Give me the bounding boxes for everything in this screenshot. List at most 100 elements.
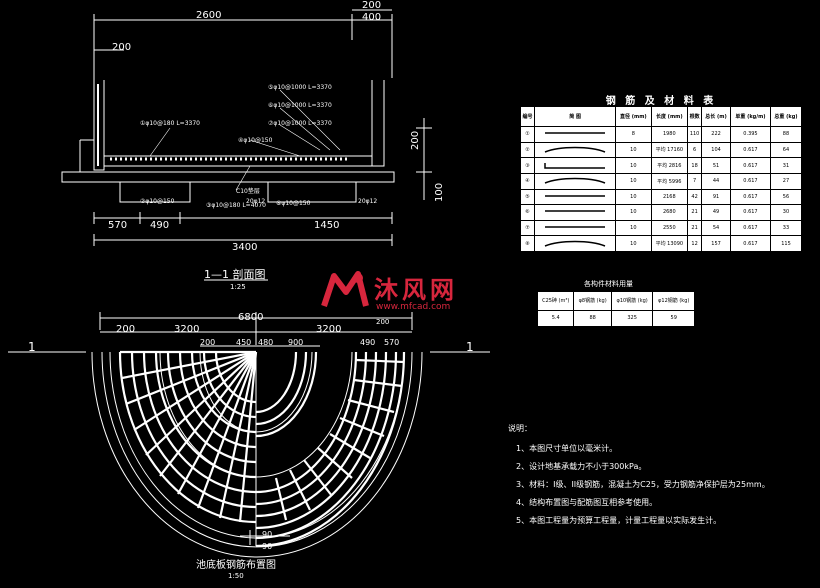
rebar-label-3: ③φ10@180 L=4070 [206, 202, 266, 209]
plan-dim-490: 490 [360, 338, 376, 347]
note-item: 3、材料：I级、II级钢筋，混凝土为C25，受力钢筋净保护层为25mm。 [516, 480, 770, 489]
table-cell: 10 [615, 235, 652, 252]
header-cell: 简 图 [534, 105, 617, 128]
table-cell: 157 [701, 235, 731, 252]
shape-sketch-cell [534, 204, 617, 221]
table-cell: 0.617 [729, 219, 771, 237]
table-cell: 30 [769, 204, 803, 221]
header-cell: φ12钢筋 (kg) [652, 291, 695, 311]
table-cell: 222 [701, 126, 731, 143]
section-dim-490: 490 [150, 220, 170, 231]
table-cell: 平均 2816 [650, 157, 689, 174]
table-cell: 18 [687, 157, 703, 174]
material-table-title: 各构件材料用量 [584, 280, 633, 288]
table-cell: 31 [769, 157, 803, 174]
note-item: 5、本图工程量为预算工程量，计量工程量以实际发生计。 [516, 516, 722, 525]
table-cell: 平均 17160 [650, 141, 689, 159]
table-cell: 0.617 [729, 172, 771, 190]
table-cell: 平均 5996 [650, 172, 689, 190]
table-cell: 10 [615, 172, 652, 190]
table-cell: ③ [519, 157, 536, 174]
header-cell: φ10钢筋 (kg) [610, 291, 654, 311]
shape-sketch-cell [534, 157, 617, 174]
table-cell: 115 [769, 235, 803, 252]
section-scale: 1:25 [230, 283, 246, 291]
table-cell: 2550 [650, 219, 689, 237]
shape-sketch-cell [534, 188, 617, 206]
header-cell: 总重 (kg) [769, 105, 803, 128]
rebar-shape-sketch-icon [545, 132, 606, 135]
table-cell: ⑤ [519, 188, 536, 206]
rebar-label-20-12b: 20φ12 [358, 198, 378, 205]
table-cell: 0.617 [729, 235, 771, 252]
table-cell: 64 [769, 141, 803, 159]
watermark: 沐风网 www.mfcad.com [318, 266, 508, 326]
table-cell: 7 [687, 172, 703, 190]
header-cell: 单重 (kg/m) [729, 105, 771, 128]
note-item: 1、本图尺寸单位以毫米计。 [516, 444, 618, 453]
rebar-label-4: ④φ10@150 [238, 137, 273, 144]
section-dim-200-left: 200 [112, 42, 132, 53]
table-cell: 2168 [650, 188, 689, 206]
header-cell: 直径 (mm) [615, 105, 652, 128]
watermark-cn: 沐风网 [374, 276, 458, 304]
header-cell: 长度 (mm) [650, 105, 689, 128]
plan-title: 池底板钢筋布置图 [196, 560, 276, 571]
rebar-label-8: ⑧φ10@150 [276, 200, 311, 207]
note-item: 4、结构布置图与配筋图互相参考使用。 [516, 498, 658, 507]
rebar-shape-sketch-icon [545, 210, 606, 213]
header-cell: φ8钢筋 (kg) [573, 291, 612, 311]
table-cell: 0.617 [729, 157, 771, 174]
shape-sketch-cell [534, 235, 617, 252]
shape-sketch-cell [534, 172, 617, 190]
table-cell: 6 [687, 141, 703, 159]
table-cell: 21 [687, 204, 703, 221]
table-cell: ⑦ [519, 219, 536, 237]
rebar-label-6: ⑥φ10@1000 L=3370 [268, 102, 332, 109]
table-cell: 平均 13090 [650, 235, 689, 252]
watermark-logo-icon [321, 271, 369, 307]
table-cell: ② [519, 141, 536, 159]
shape-sketch-cell [534, 141, 617, 159]
table-cell: 56 [769, 188, 803, 206]
material-table-header: C25砷 (m³) φ8钢筋 (kg) φ10钢筋 (kg) φ12钢筋 (kg… [536, 291, 695, 311]
plan-dim-200-left: 200 [116, 324, 136, 335]
plan-dim-450: 450 [236, 338, 252, 347]
section-view [61, 9, 432, 281]
notes-title: 说明： [508, 424, 532, 433]
table-cell: 0.395 [729, 126, 771, 143]
section-dim-400: 400 [362, 12, 382, 23]
c10-label: C10垫层 [236, 188, 260, 195]
header-cell: 编号 [519, 105, 536, 128]
value-cell: 325 [610, 309, 654, 328]
table-cell: 104 [701, 141, 731, 159]
table-cell: 91 [701, 188, 731, 206]
table-cell: ⑥ [519, 204, 536, 221]
rebar-label-7: ⑦φ10@1000 L=3370 [268, 120, 332, 127]
rebar-shape-sketch-icon [545, 226, 606, 228]
section-dim-200-right: 200 [410, 130, 421, 150]
table-cell: ① [519, 126, 536, 143]
shape-sketch-cell [534, 126, 617, 143]
rebar-shape-sketch-icon [544, 177, 606, 184]
value-cell: 5.4 [536, 309, 575, 328]
table-cell: 10 [615, 188, 652, 206]
header-cell: 根数 [687, 105, 703, 128]
plan-dim-480: 480 [258, 338, 274, 347]
value-cell: 88 [573, 309, 612, 328]
plan-dim-3200-right: 3200 [316, 324, 342, 335]
table-cell: 33 [769, 219, 803, 237]
table-cell: 10 [615, 157, 652, 174]
table-cell: 0.617 [729, 204, 771, 221]
value-cell: 59 [652, 309, 695, 328]
plan-dim-90a: 90 [262, 530, 273, 539]
plan-section-mark-right: 1 [466, 340, 474, 354]
table-cell: 42 [687, 188, 703, 206]
note-item: 2、设计地基承载力不小于300kPa。 [516, 462, 647, 471]
rebar-shape-sketch-icon [544, 162, 606, 169]
